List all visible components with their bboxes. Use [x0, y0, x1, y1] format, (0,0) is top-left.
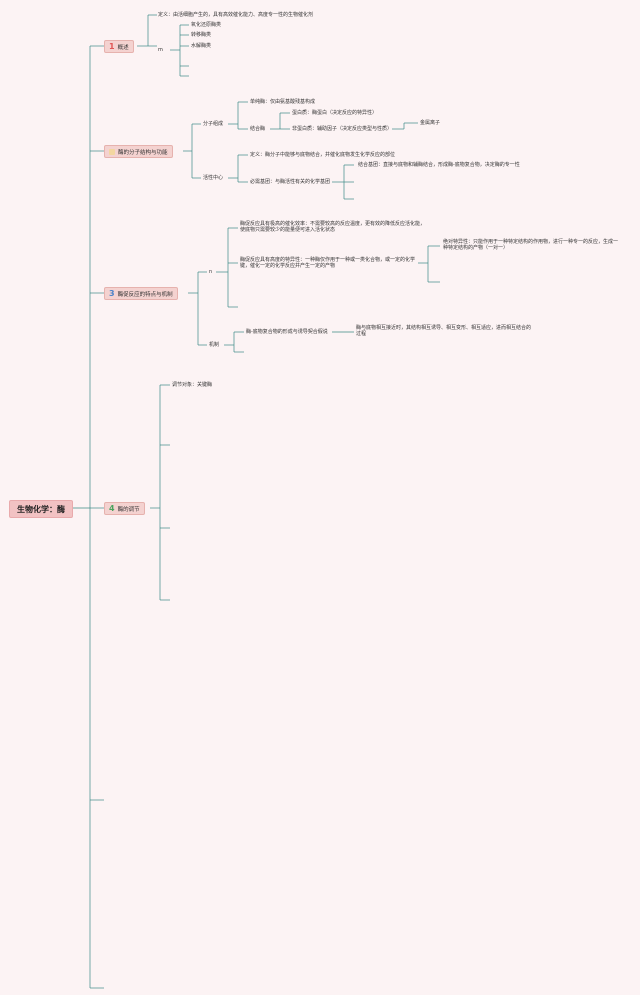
high-specificity[interactable]: 酶促反应具有高度的特异性：一种酶仅作用于一种或一类化合物，或一定的化学键，催化一… — [240, 257, 416, 270]
branch-number-badge: 3 — [109, 289, 115, 298]
branch-structure[interactable]: 酶的分子结构与功能 — [104, 145, 173, 158]
class-item[interactable]: 水解酶类 — [191, 43, 212, 49]
root-node[interactable]: 生物化学：酶 — [9, 500, 73, 518]
essential-groups[interactable]: 必需基团：与酶活性有关的化学基团 — [250, 179, 331, 185]
branch-overview[interactable]: 1 概述 — [104, 40, 134, 53]
high-efficiency[interactable]: 酶促反应具有极高的催化效率：不需要较高的反应温度，更有效的降低反应活化能，使底物… — [240, 221, 426, 234]
metal-ion[interactable]: 金属离子 — [420, 120, 441, 126]
mechanism-node[interactable]: 机制 — [209, 342, 220, 348]
branch-title: 酶的分子结构与功能 — [118, 149, 168, 156]
induced-fit[interactable]: 酶-底物复合物的形成与诱导契合假说 — [246, 329, 328, 335]
branch-number-badge: 1 — [109, 42, 115, 51]
induced-fit-detail[interactable]: 酶与底物相互接近时，其结构相互诱导、相互变形、相互适应，进而相互结合的过程 — [356, 325, 532, 338]
simple-enzyme[interactable]: 单纯酶：仅由氨基酸残基构成 — [250, 99, 316, 105]
cofactor[interactable]: 非蛋白质：辅助因子（决定反应类型与性质） — [292, 126, 393, 132]
branch-number-badge: 4 — [109, 504, 115, 513]
branch-number-badge — [109, 148, 115, 155]
conjugated-enzyme[interactable]: 结合酶 — [250, 126, 266, 132]
branch-regulation[interactable]: 4 酶的调节 — [104, 502, 145, 515]
branch-title: 酶促反应的特点与机制 — [117, 291, 173, 298]
branch-reaction[interactable]: 3 酶促反应的特点与机制 — [104, 287, 178, 300]
molecular-composition[interactable]: 分子组成 — [203, 121, 224, 127]
absolute-specificity[interactable]: 绝对特异性：只能作用于一种特定结构的作用物，进行一种专一的反应，生成一种特定结构… — [443, 239, 619, 252]
regulation-target[interactable]: 调节对象：关键酶 — [172, 382, 213, 388]
enzyme-definition[interactable]: 定义：由活细胞产生的，具有高效催化能力、高度专一性的生物催化剂 — [158, 12, 314, 18]
features-node[interactable]: n — [209, 269, 213, 275]
binding-groups[interactable]: 结合基团：直接与底物和辅酶结合，形成酶-底物复合物，决定酶的专一性 — [358, 162, 520, 168]
class-item[interactable]: 转移酶类 — [191, 32, 212, 38]
apoenzyme[interactable]: 蛋白质：酶蛋白（决定反应的特异性） — [292, 110, 378, 116]
root-title: 生物化学：酶 — [17, 504, 65, 514]
overview-note[interactable]: m — [158, 47, 163, 53]
class-item[interactable]: 氧化还原酶类 — [191, 22, 222, 28]
branch-title: 概述 — [117, 44, 129, 51]
active-center-definition[interactable]: 定义：酶分子中能够与底物结合，并催化底物发生化学反应的部位 — [250, 152, 396, 158]
branch-title: 酶的调节 — [117, 506, 140, 513]
active-center[interactable]: 活性中心 — [203, 175, 224, 181]
